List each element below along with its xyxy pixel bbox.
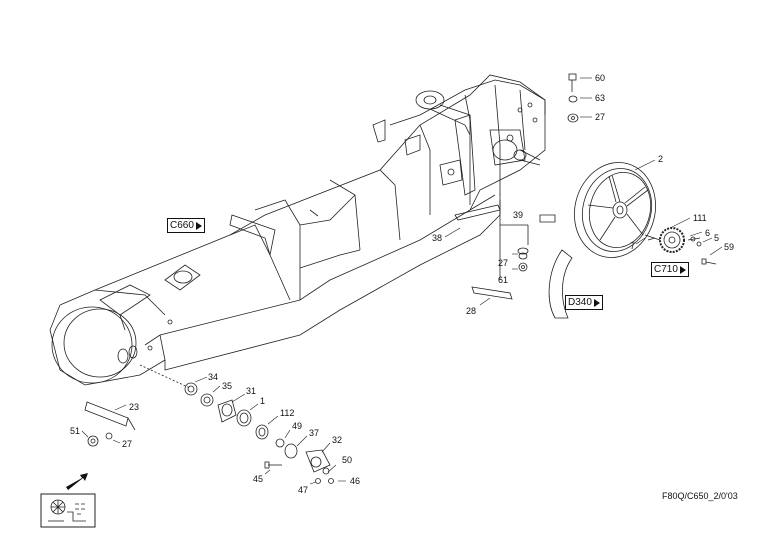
reference-c660-label: C660 bbox=[170, 220, 194, 231]
callout-59: 59 bbox=[724, 242, 734, 252]
callout-112: 112 bbox=[280, 408, 294, 418]
sprocket-bolts bbox=[687, 236, 717, 265]
callout-111: 111 bbox=[693, 213, 707, 223]
callout-2: 2 bbox=[658, 154, 663, 164]
callout-28: 28 bbox=[466, 306, 476, 316]
triangle-right-icon bbox=[195, 221, 202, 230]
washers-27-61 bbox=[517, 247, 529, 272]
callout-34: 34 bbox=[208, 372, 218, 382]
callout-32: 32 bbox=[332, 435, 342, 445]
callout-46: 46 bbox=[350, 476, 360, 486]
callout-5: 5 bbox=[714, 233, 719, 243]
callout-47: 47 bbox=[298, 485, 308, 495]
sprocket bbox=[644, 227, 685, 253]
callout-37: 37 bbox=[309, 428, 319, 438]
callout-45: 45 bbox=[253, 474, 263, 484]
callout-31: 31 bbox=[246, 386, 256, 396]
callout-23: 23 bbox=[129, 402, 139, 412]
triangle-right-icon bbox=[679, 265, 686, 274]
callout-6: 6 bbox=[705, 228, 710, 238]
callout-27-mid: 27 bbox=[498, 258, 508, 268]
machine-symbol-icon bbox=[40, 493, 96, 528]
bearing-assembly bbox=[139, 364, 334, 484]
callout-61: 61 bbox=[498, 275, 508, 285]
callout-63: 63 bbox=[595, 93, 605, 103]
callout-51: 51 bbox=[70, 426, 80, 436]
leader-lines bbox=[81, 77, 723, 485]
main-housing bbox=[49, 74, 546, 386]
triangle-right-icon bbox=[593, 298, 600, 307]
callout-38: 38 bbox=[432, 233, 442, 243]
bolt-stack-top bbox=[567, 73, 579, 123]
reference-c710-label: C710 bbox=[654, 264, 678, 275]
callout-1: 1 bbox=[260, 396, 265, 406]
callout-35: 35 bbox=[222, 381, 232, 391]
reference-d340-label: D340 bbox=[568, 297, 592, 308]
callout-60: 60 bbox=[595, 73, 605, 83]
callout-27-top: 27 bbox=[595, 112, 605, 122]
reference-c710[interactable]: C710 bbox=[651, 262, 689, 277]
callout-labels: 60 63 27 2 111 6 5 59 7 39 38 27 61 28 3… bbox=[70, 73, 734, 495]
reference-d340[interactable]: D340 bbox=[565, 295, 603, 310]
large-pulley bbox=[574, 162, 656, 258]
callout-7: 7 bbox=[630, 241, 635, 251]
reference-c660[interactable]: C660 bbox=[167, 218, 205, 233]
callout-50: 50 bbox=[342, 455, 352, 465]
drive-belt bbox=[548, 249, 573, 319]
callout-39: 39 bbox=[513, 210, 523, 220]
bracket-23 bbox=[84, 401, 136, 447]
plates-38-39 bbox=[454, 194, 556, 300]
callout-49: 49 bbox=[292, 421, 302, 431]
document-code: F80Q/C650_2/0'03 bbox=[662, 491, 738, 501]
callout-27-bottom: 27 bbox=[122, 439, 132, 449]
arrow-icon bbox=[66, 473, 88, 490]
